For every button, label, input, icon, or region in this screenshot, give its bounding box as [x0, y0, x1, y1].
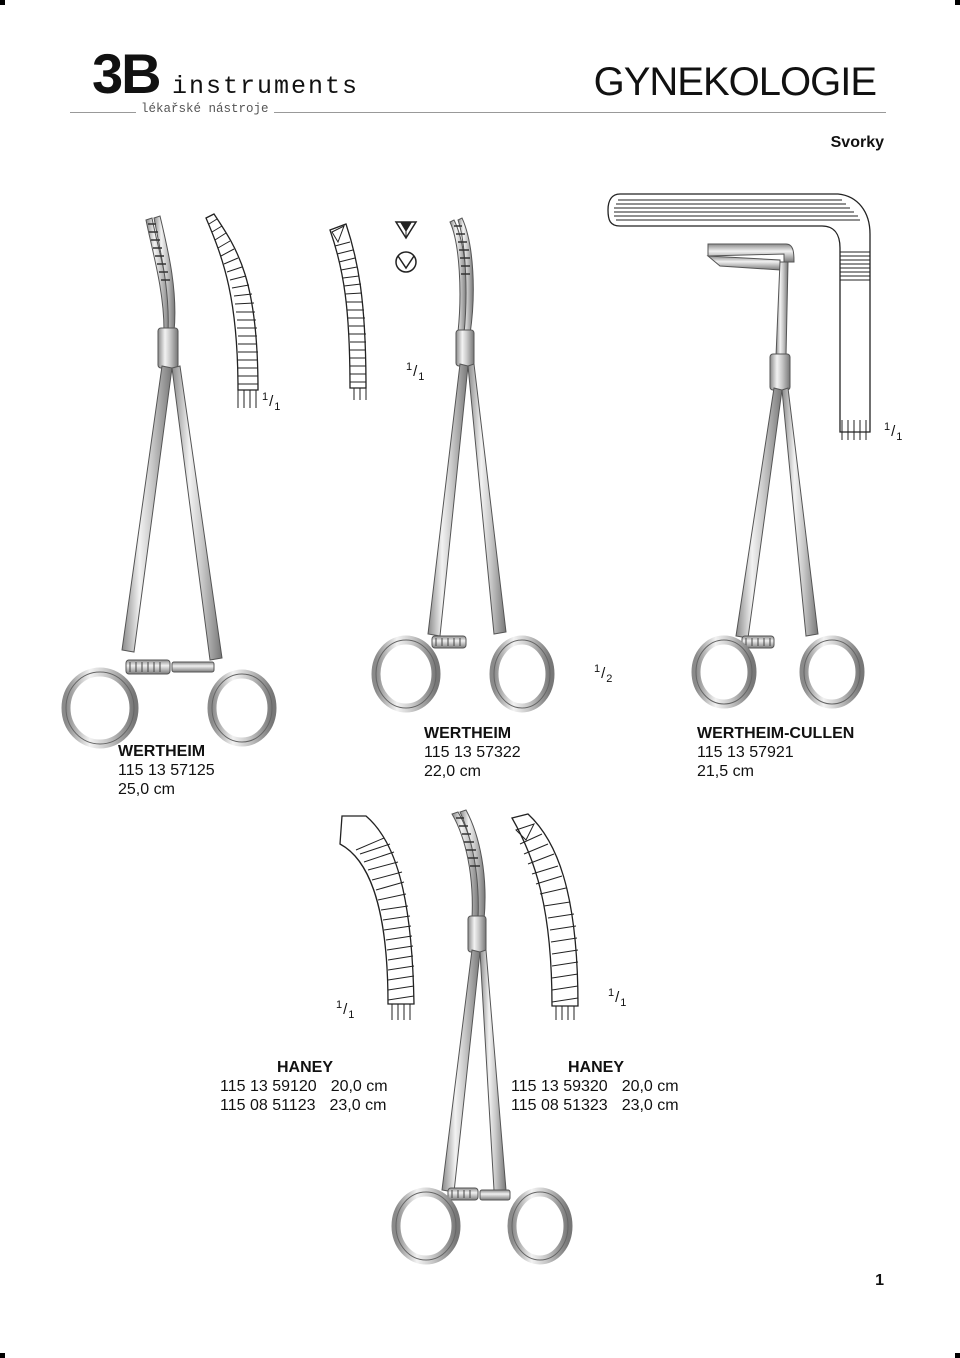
product-row: 115 08 51323 23,0 cm: [511, 1096, 691, 1115]
scale-label-half: 1/2: [594, 663, 613, 685]
product-length: 25,0 cm: [118, 781, 175, 798]
product-row: 115 13 59120 20,0 cm: [220, 1077, 400, 1096]
cross-section-icon-2: [395, 251, 417, 273]
scale-num: 1: [406, 361, 413, 373]
scale-label-1: 1/1: [262, 391, 281, 413]
product-code: 115 08 51123: [220, 1097, 316, 1114]
jaw-detail-illustration-3: [607, 193, 871, 440]
brand-name: instruments: [172, 72, 360, 101]
scale-label-3: 1/1: [884, 421, 903, 443]
product-code: 115 13 57322: [424, 744, 521, 761]
header-rule-right: [274, 112, 886, 113]
product-length: 23,0 cm: [329, 1097, 387, 1114]
product-name: HANEY: [276, 1059, 333, 1076]
header-rule-left: [70, 112, 136, 113]
product-label-5: HANEY 115 13 59320 20,0 cm 115 08 51323 …: [511, 1058, 691, 1115]
section-title: Svorky: [830, 134, 884, 151]
forceps-illustration-haney: [391, 809, 573, 1265]
scale-den: 1: [620, 997, 627, 1009]
scale-den: 1: [348, 1009, 355, 1021]
scale-num: 1: [336, 999, 343, 1011]
scale-num: 1: [594, 663, 601, 675]
product-row: 115 08 51123 23,0 cm: [220, 1096, 400, 1115]
jaw-detail-illustration-4: [339, 815, 415, 1020]
product-code: 115 08 51323: [511, 1097, 608, 1114]
product-length: 20,0 cm: [330, 1078, 388, 1095]
product-row: 115 13 59320 20,0 cm: [511, 1077, 691, 1096]
product-label-2: WERTHEIM 115 13 57322 22,0 cm: [424, 724, 521, 781]
product-name: WERTHEIM-CULLEN: [697, 725, 855, 742]
product-label-4: HANEY 115 13 59120 20,0 cm 115 08 51123 …: [220, 1058, 400, 1115]
scale-label-2: 1/1: [406, 361, 425, 383]
scale-den: 2: [606, 673, 613, 685]
product-code: 115 13 57921: [697, 744, 794, 761]
jaw-detail-illustration-1: [205, 213, 259, 408]
forceps-illustration-wertheim-cullen: [691, 243, 865, 709]
product-name: WERTHEIM: [118, 743, 206, 760]
product-name: HANEY: [567, 1059, 624, 1076]
product-label-3: WERTHEIM-CULLEN 115 13 57921 21,5 cm: [697, 724, 854, 781]
jaw-detail-illustration-5: [511, 813, 579, 1020]
scale-num: 1: [262, 391, 269, 403]
product-name: WERTHEIM: [424, 725, 512, 742]
forceps-illustration-wertheim-1: [61, 215, 277, 749]
page-title: GYNEKOLOGIE: [593, 60, 877, 104]
brand-tagline: lékařské nástroje: [141, 102, 269, 116]
product-length: 23,0 cm: [621, 1097, 679, 1114]
product-length: 20,0 cm: [621, 1078, 679, 1095]
product-length: 21,5 cm: [697, 763, 754, 780]
scale-den: 1: [274, 401, 281, 413]
product-code: 115 13 59120: [220, 1078, 317, 1095]
corner-mark-tl: [0, 0, 5, 5]
scale-num: 1: [608, 987, 615, 999]
forceps-illustration-wertheim-2: [371, 217, 555, 713]
corner-mark-bl: [0, 1353, 5, 1358]
corner-mark-br: [955, 1353, 960, 1358]
corner-mark-tr: [955, 0, 960, 5]
scale-label-5: 1/1: [608, 987, 627, 1009]
product-code: 115 13 59320: [511, 1078, 608, 1095]
page-number: 1: [875, 1272, 884, 1289]
product-length: 22,0 cm: [424, 763, 481, 780]
cross-section-icon-1: [394, 221, 418, 240]
scale-num: 1: [884, 421, 891, 433]
jaw-detail-illustration-2: [329, 223, 367, 400]
scale-den: 1: [418, 371, 425, 383]
scale-label-4: 1/1: [336, 999, 355, 1021]
product-label-1: WERTHEIM 115 13 57125 25,0 cm: [118, 742, 215, 799]
brand-mark: 3B: [92, 42, 162, 105]
product-code: 115 13 57125: [118, 762, 215, 779]
scale-den: 1: [896, 431, 903, 443]
